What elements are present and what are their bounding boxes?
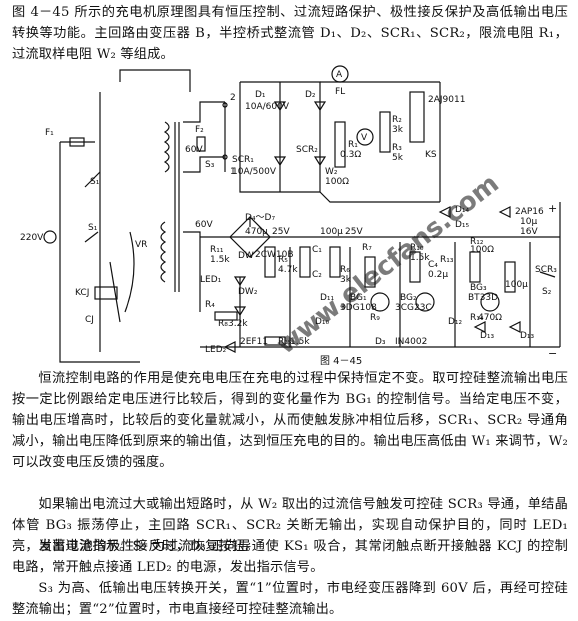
voltage-60v-lower-label: 60V xyxy=(195,220,213,230)
bg3-label: BG₃ xyxy=(470,283,487,293)
r8-value: 3.2k xyxy=(228,319,248,329)
r5-label: R₅ xyxy=(278,255,288,265)
r11-value: 1.5k xyxy=(210,255,230,265)
schematic-wiring xyxy=(43,65,561,363)
w2-value: 100Ω xyxy=(325,177,349,187)
r3-value: 5k xyxy=(392,153,404,163)
r1-label: R₁ xyxy=(348,140,358,150)
bg1-type: 3DG108 xyxy=(340,303,377,313)
fuse-f2-label: F₂ xyxy=(195,125,204,135)
s2-label: S₂ xyxy=(542,287,552,297)
diode-in4002-label: IN4002 xyxy=(395,337,427,347)
c100-voltage: 25V xyxy=(345,227,363,237)
c1-label: C₁ xyxy=(312,245,322,255)
voltmeter-label: V xyxy=(361,133,368,143)
r3-label: R₃ xyxy=(392,143,402,153)
c4-label: C₄ xyxy=(428,260,438,270)
r10-label: R₁₀ xyxy=(410,243,424,253)
switch-pos2-label: 2 xyxy=(230,93,236,103)
reverse-polarity-paragraph: 当蓄电池的极性接反时，D₃ 正向导通使 KS₁ 吸合，其常闭触点断开接触器 KC… xyxy=(12,539,568,575)
d2-label: D₂ xyxy=(305,90,316,100)
r5-value: 4.7k xyxy=(278,265,298,275)
vr-label: VR xyxy=(135,240,147,250)
c4-value: 0.2μ xyxy=(428,270,448,280)
figure-caption: 图 4－45 xyxy=(320,355,362,367)
r14-value: 470Ω xyxy=(478,313,502,323)
output-negative-label: − xyxy=(548,347,557,360)
ks-relay-type: 2AJ9011 xyxy=(428,95,465,105)
bg3-type: BT33D xyxy=(468,293,498,303)
switch-pos1-label: 1 xyxy=(230,167,236,177)
d15-label: D₁₅ xyxy=(455,220,470,230)
r2-value: 3k xyxy=(392,125,404,135)
d1-label: D₁ xyxy=(255,90,266,100)
dw1-label: DW xyxy=(238,251,254,261)
bg1-label: BG₁ xyxy=(350,293,367,303)
r7-label: R₇ xyxy=(362,243,372,253)
diode-2ef11-label: 2EF11 xyxy=(240,337,268,347)
r12-label: R₁₂ xyxy=(470,237,484,247)
r2-label: R₂ xyxy=(392,115,402,125)
r4-label: R₄ xyxy=(205,300,215,310)
r13-label: R₁₃ xyxy=(440,255,454,265)
r9-label: R₉ xyxy=(370,313,380,323)
r14-label: R₁₄ xyxy=(470,313,484,323)
dw2-label: DW₂ xyxy=(238,287,258,297)
output-positive-label: + xyxy=(548,202,557,215)
voltage-switch-paragraph: S₃ 为高、低输出电压转换开关，置“1”位置时，市电经变压器降到 60V 后，再… xyxy=(12,581,568,617)
diode-2ap16-label: 2AP16 xyxy=(515,207,544,217)
c2-label: C₂ xyxy=(312,270,322,280)
c100u-label: 100μ xyxy=(505,280,528,290)
d3-label: D₃ xyxy=(375,337,386,347)
r10-value: 1.5k xyxy=(410,253,430,263)
switch-s1-lower-label: S₁ xyxy=(88,223,98,233)
r15-label: R₁₅ xyxy=(278,337,292,347)
bridge-d4-d7-label: D₄～D₇ xyxy=(245,213,275,223)
r15-value: 1.5k xyxy=(290,337,310,347)
r1-value: 0.3Ω xyxy=(340,150,361,160)
bg2-label: BG₂ xyxy=(400,293,417,303)
scr1-rating: 10A/500V xyxy=(232,167,277,177)
kcj-label: KCJ xyxy=(75,288,89,298)
intro-paragraph: 图 4－45 所示的充电机原理图具有恒压控制、过流短路保护、极性接反保护及高低输… xyxy=(12,5,568,62)
charger-schematic: F₁ S₁ S₁ 220V VR KCJ CJ F₂ 60V S₃ 1 2 D₁… xyxy=(20,65,561,367)
switch-s3-label: S₃ xyxy=(205,160,215,170)
d12-label: D₁₂ xyxy=(448,317,463,327)
led2-label: LED₂ xyxy=(205,345,227,355)
control-paragraph: 恒流控制电路的作用是使充电电压在充电的过程中保持恒定不变。取可控硅整流输出电压按… xyxy=(12,371,568,470)
c470-label: 470μ xyxy=(245,227,268,237)
c470-voltage: 25V xyxy=(272,227,290,237)
scr1-label: SCR₁ xyxy=(232,155,254,165)
d14-label: D₁₄ xyxy=(455,205,470,215)
c100-label: 100μ xyxy=(320,227,343,237)
scr2-label: SCR₂ xyxy=(296,145,318,155)
led1-label: LED₁ xyxy=(200,275,222,285)
d10-label: D₁₀ xyxy=(315,317,330,327)
d11-label: D₁₁ xyxy=(320,293,335,303)
overcurrent-paragraph: 如果输出电流过大或输出短路时，从 W₂ 取出的过流信号触发可控硅 SCR₃ 导通… xyxy=(12,497,568,554)
ac-input-label: 220V xyxy=(20,233,44,243)
r8-label: R₈ xyxy=(218,319,228,329)
scr3-label: SCR₃ xyxy=(535,265,557,275)
w2-label: W₂ xyxy=(325,167,338,177)
zener-2cw10b-label: 2CW10B xyxy=(255,250,294,260)
d1-rating: 10A/600V xyxy=(245,102,290,112)
r6-value: 3k xyxy=(340,275,352,285)
d13-label: D₁₃ xyxy=(520,331,535,341)
r6-label: R₆ xyxy=(340,265,350,275)
c10u-voltage: 16V xyxy=(520,227,538,237)
fuse-f1-label: F₁ xyxy=(45,128,54,138)
r12-value: 100Ω xyxy=(470,245,494,255)
cj-label: CJ xyxy=(85,315,94,325)
fl-label: FL xyxy=(335,87,345,97)
r11-label: R₁₁ xyxy=(210,245,224,255)
ks-label: KS xyxy=(425,150,437,160)
switch-s1-label: S₁ xyxy=(90,177,100,187)
voltage-60v-top-label: 60V xyxy=(185,145,203,155)
d13b-label: D₁₃ xyxy=(480,331,495,341)
ammeter-label: A xyxy=(336,70,343,80)
bg2-type: 3CG23C xyxy=(395,303,432,313)
c10u-label: 10μ xyxy=(520,217,537,227)
